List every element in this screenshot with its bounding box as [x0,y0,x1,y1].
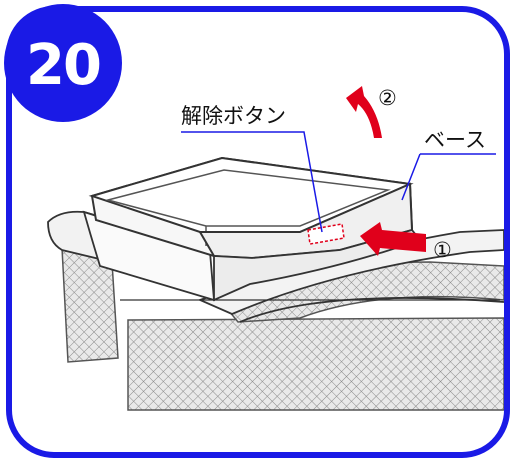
step-1-label: ① [433,238,452,262]
lift-arrow-icon [346,86,382,138]
release-button [307,223,345,245]
base-label: ベース [424,128,486,152]
release-button-label: 解除ボタン [181,104,286,128]
crib-top-rail [82,210,216,302]
push-arrow-icon [360,222,426,256]
release-button-leader [181,131,323,233]
step-number: 20 [26,32,102,98]
step-2-label: ② [378,86,397,110]
front-mesh-panel [127,317,504,411]
step-number-badge: 20 [4,4,122,122]
base-leader [401,153,496,201]
